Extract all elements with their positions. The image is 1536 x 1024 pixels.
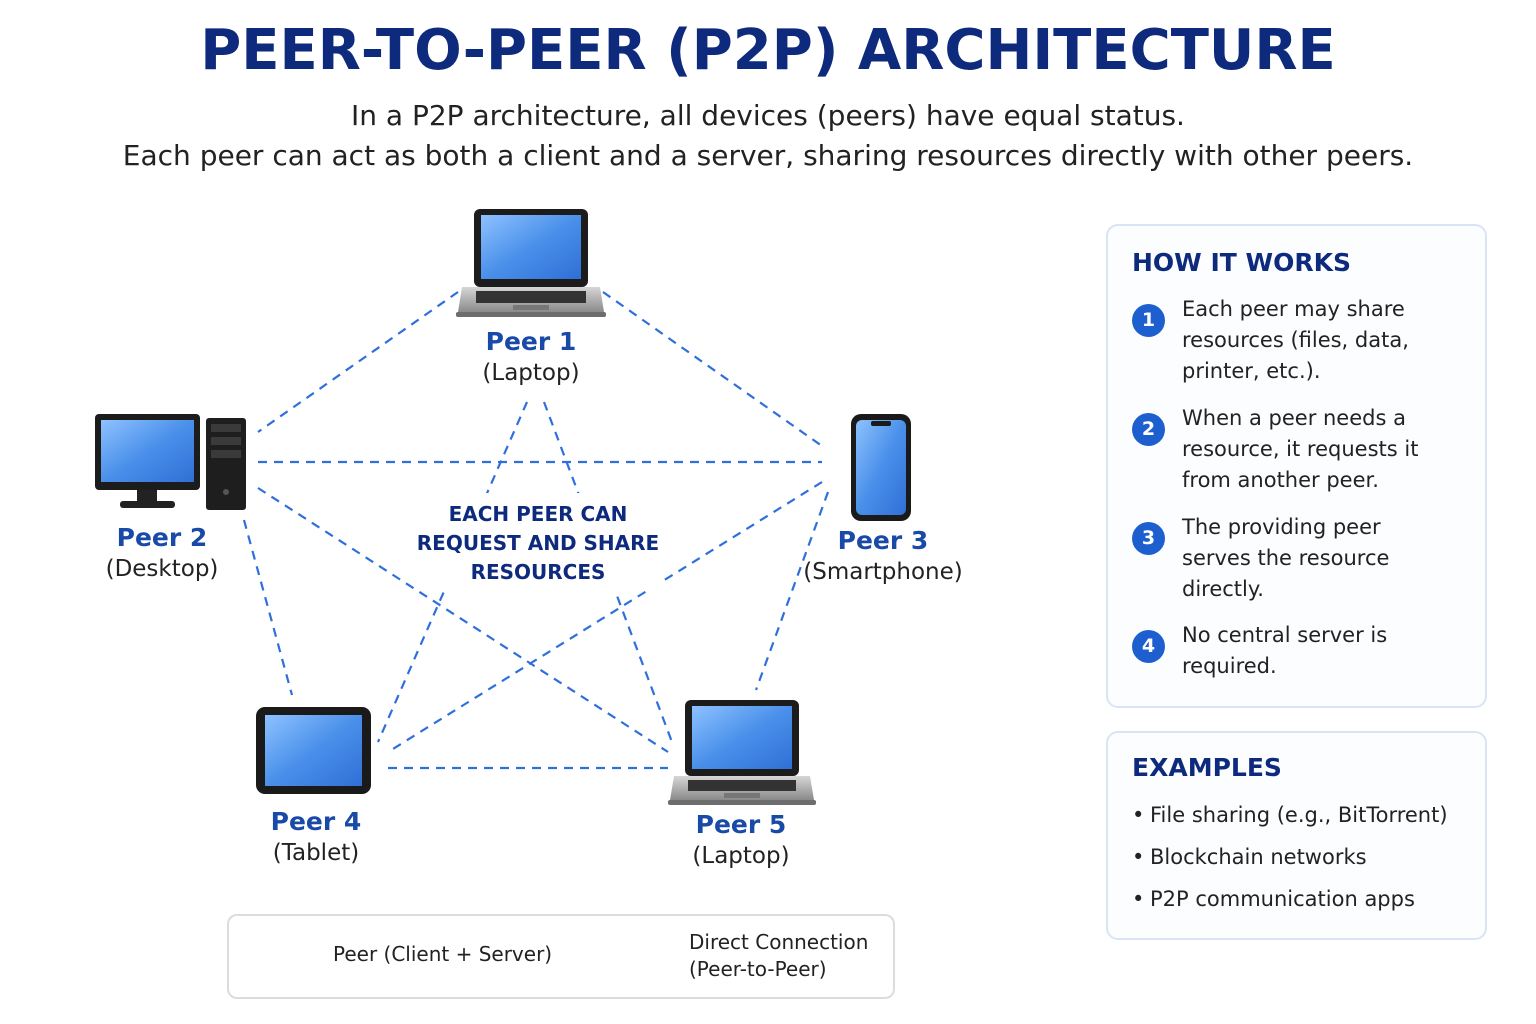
peer5-laptop-icon xyxy=(668,700,816,805)
connection-peer2-peer4 xyxy=(242,519,294,696)
legend-connection-line-1: Direct Connection xyxy=(689,930,869,954)
peer2-type: (Desktop) xyxy=(105,556,219,582)
examples-title: EXAMPLES xyxy=(1132,753,1282,782)
example-item-2: •Blockchain networks xyxy=(1132,845,1472,869)
legend-peer-label: Peer (Client + Server) xyxy=(333,942,553,966)
legend: Peer (Client + Server) Direct Connection… xyxy=(227,914,895,999)
connection-peer3-peer5 xyxy=(754,491,830,691)
step-2-line-3: from another peer. xyxy=(1182,468,1379,492)
subtitle-line-1: In a P2P architecture, all devices (peer… xyxy=(351,99,1185,132)
peer2-name: Peer 2 xyxy=(116,523,208,552)
step-3-line-1: The providing peer xyxy=(1182,515,1381,539)
legend-connection-label: Direct Connection (Peer-to-Peer) xyxy=(689,929,868,983)
peer2-desktop-icon xyxy=(95,414,246,510)
connection-peer1-peer2 xyxy=(257,291,459,433)
peer5-name: Peer 5 xyxy=(695,810,787,839)
connection-peer1-peer4 xyxy=(376,401,529,743)
step-3-line-2: serves the resource xyxy=(1182,546,1390,570)
peer1-name: Peer 1 xyxy=(485,327,577,356)
step-1-number: 1 xyxy=(1132,304,1165,337)
example-item-3: •P2P communication apps xyxy=(1132,887,1472,911)
center-label-line-2: REQUEST AND SHARE xyxy=(416,531,660,555)
peer5-type: (Laptop) xyxy=(692,843,790,869)
step-2-text: When a peer needs a resource, it request… xyxy=(1182,403,1477,496)
subtitle-line-2: Each peer can act as both a client and a… xyxy=(122,139,1414,172)
step-2-number: 2 xyxy=(1132,413,1165,446)
step-3-number: 3 xyxy=(1132,522,1165,555)
example-item-3-text: P2P communication apps xyxy=(1150,887,1415,911)
bullet: • xyxy=(1132,803,1145,827)
peer1-type: (Laptop) xyxy=(482,360,580,386)
connection-peer3-peer4 xyxy=(387,481,823,753)
step-4-line-2: required. xyxy=(1182,654,1277,678)
peer3-smartphone-icon xyxy=(851,414,911,521)
page-title: PEER-TO-PEER (P2P) ARCHITECTURE xyxy=(200,18,1336,83)
peer4-type: (Tablet) xyxy=(272,840,360,866)
step-3-text: The providing peer serves the resource d… xyxy=(1182,512,1477,605)
connection-peer1-peer3 xyxy=(602,291,823,447)
peer1-laptop-icon xyxy=(456,209,606,317)
step-1-line-1: Each peer may share xyxy=(1182,297,1405,321)
how-it-works-title: HOW IT WORKS xyxy=(1132,248,1351,277)
step-2-line-1: When a peer needs a xyxy=(1182,406,1406,430)
example-item-1: •File sharing (e.g., BitTorrent) xyxy=(1132,803,1472,827)
step-1-line-3: printer, etc.). xyxy=(1182,359,1321,383)
step-4-line-1: No central server is xyxy=(1182,623,1388,647)
center-label-line-1: EACH PEER CAN xyxy=(448,502,628,526)
step-2-line-2: resource, it requests it xyxy=(1182,437,1419,461)
step-4-text: No central server is required. xyxy=(1182,620,1477,682)
peer3-type: (Smartphone) xyxy=(803,559,963,585)
peer4-name: Peer 4 xyxy=(270,807,362,836)
step-4-number: 4 xyxy=(1132,630,1165,663)
how-it-works-panel: HOW IT WORKS 1 Each peer may share resou… xyxy=(1106,224,1487,708)
peer3-name: Peer 3 xyxy=(837,526,929,555)
bullet: • xyxy=(1132,845,1145,869)
step-3-line-3: directly. xyxy=(1182,577,1264,601)
center-label-line-3: RESOURCES xyxy=(470,560,606,584)
legend-connection-line-2: (Peer-to-Peer) xyxy=(689,957,827,981)
step-1-text: Each peer may share resources (files, da… xyxy=(1182,294,1477,387)
step-1-line-2: resources (files, data, xyxy=(1182,328,1409,352)
connection-peer2-peer5 xyxy=(257,487,669,753)
example-item-2-text: Blockchain networks xyxy=(1150,845,1367,869)
example-item-1-text: File sharing (e.g., BitTorrent) xyxy=(1150,803,1448,827)
examples-panel: EXAMPLES •File sharing (e.g., BitTorrent… xyxy=(1106,731,1487,940)
bullet: • xyxy=(1132,887,1145,911)
center-label: EACH PEER CAN REQUEST AND SHARE RESOURCE… xyxy=(398,500,678,587)
peer4-tablet-icon xyxy=(256,707,371,794)
